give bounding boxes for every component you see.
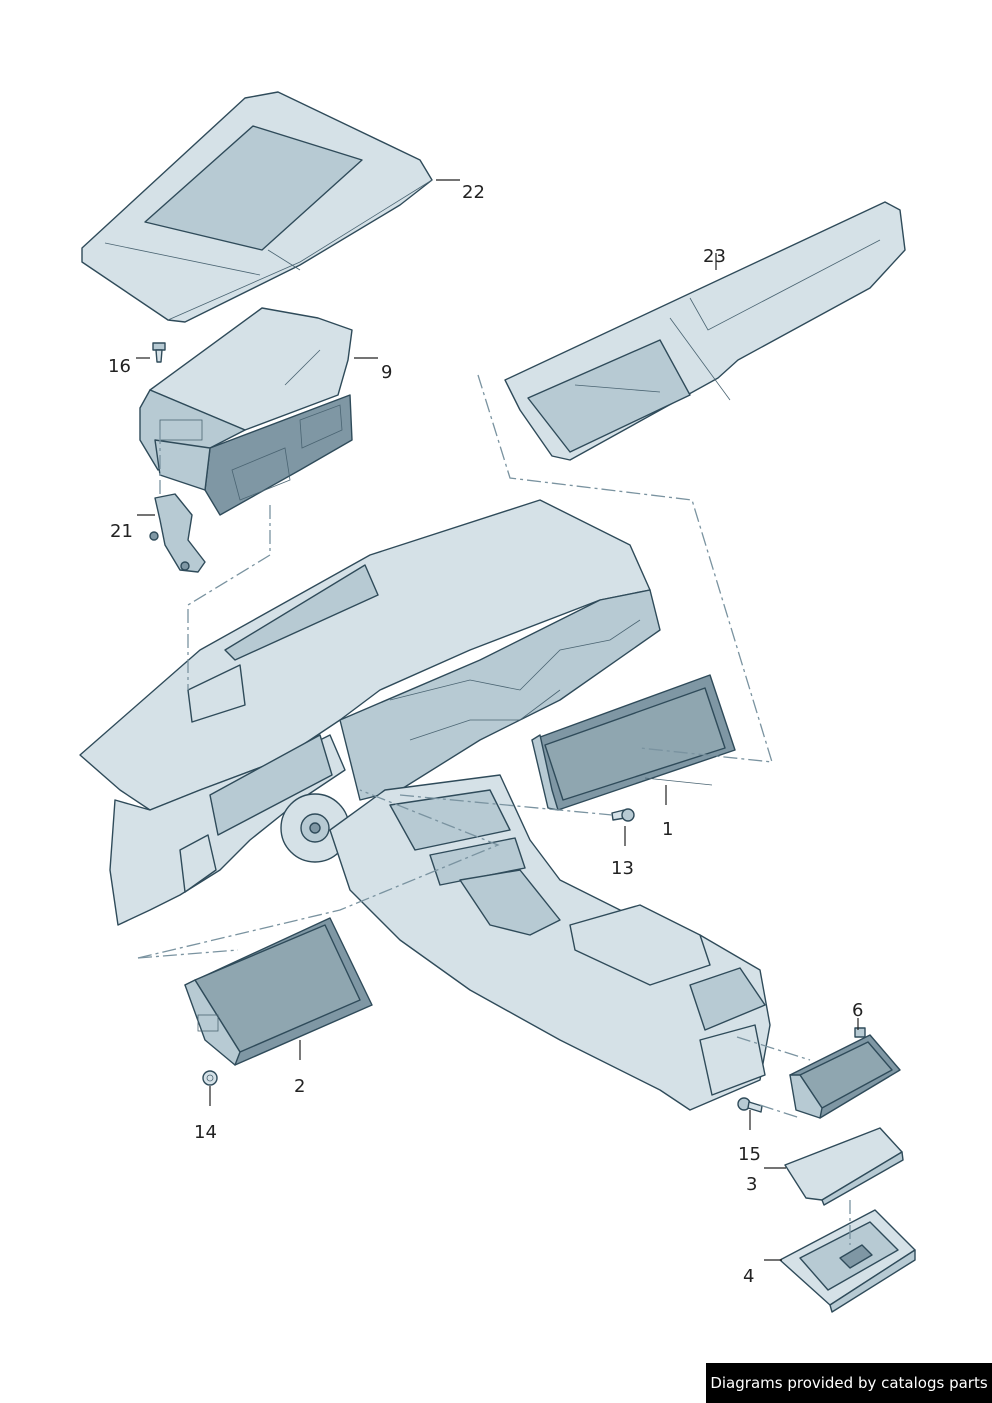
part-23-screen-trim	[504, 201, 906, 461]
callout-9: 9	[381, 362, 392, 383]
part-22-screen-cover	[81, 91, 433, 323]
callout-2: 2	[294, 1076, 305, 1097]
part-2-instrument-display	[184, 917, 373, 1066]
part-13-screw	[611, 808, 635, 822]
part-14-nut	[202, 1070, 218, 1086]
part-3-cover-plate	[784, 1127, 904, 1206]
part-9-head-unit	[139, 307, 353, 516]
callout-6: 6	[852, 1000, 863, 1021]
callout-23: 23	[703, 246, 726, 267]
part-15-screw	[737, 1097, 763, 1113]
callout-14: 14	[194, 1122, 217, 1143]
callout-3: 3	[746, 1174, 757, 1195]
part-4-tray	[779, 1209, 916, 1313]
callout-labels: 22 23 9 16 21 1 13 2 14 6 15 3 4	[108, 182, 863, 1287]
callout-16: 16	[108, 356, 131, 377]
part-1-display	[531, 674, 736, 811]
callout-4: 4	[743, 1266, 754, 1287]
leader-lines	[136, 179, 859, 1261]
callout-15: 15	[738, 1144, 761, 1165]
credit-banner: Diagrams provided by catalogs parts	[706, 1363, 992, 1403]
part-6-control-unit	[789, 1027, 901, 1119]
callout-1: 1	[662, 819, 673, 840]
callout-21: 21	[110, 521, 133, 542]
connection-lines	[137, 374, 851, 1245]
part-16-screw	[152, 342, 166, 363]
dashboard-assembly	[79, 499, 771, 1111]
callout-13: 13	[611, 858, 634, 879]
callout-22: 22	[462, 182, 485, 203]
part-21-bracket	[149, 493, 206, 573]
